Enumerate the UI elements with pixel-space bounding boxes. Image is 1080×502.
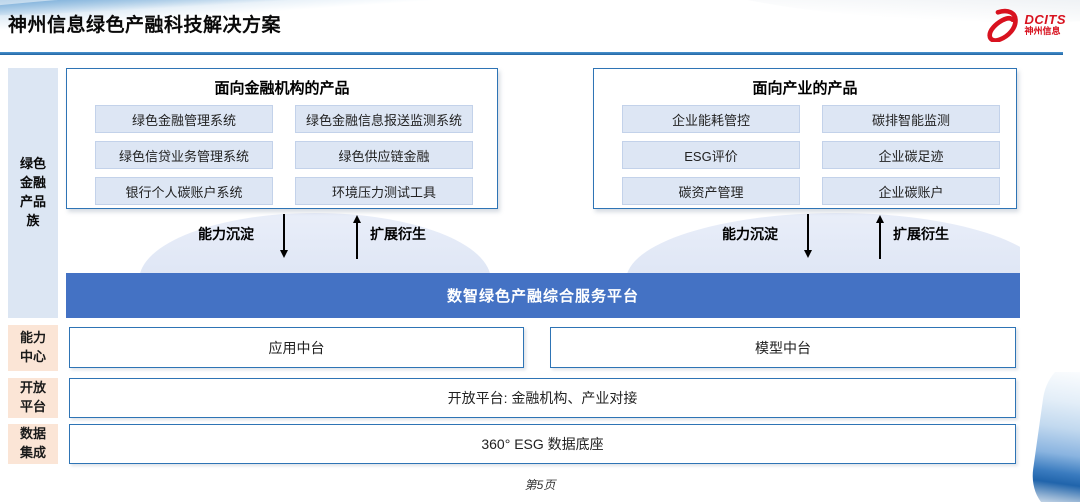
corner-ribbon-decoration xyxy=(1018,372,1080,502)
rail-label: 开放平台 xyxy=(19,380,46,414)
finance-products-grid: 绿色金融管理系统 绿色金融信息报送监测系统 绿色信贷业务管理系统 绿色供应链金融… xyxy=(95,105,473,205)
dome-decoration-zone xyxy=(66,210,1020,273)
flow-label-expand-derive: 扩展衍生 xyxy=(893,226,949,242)
logo-sub-text: 神州信息 xyxy=(1024,26,1061,37)
page-title: 神州信息绿色产融科技解决方案 xyxy=(8,15,282,36)
product-pill: 绿色供应链金融 xyxy=(295,141,473,169)
rail-data-integration: 数据集成 xyxy=(8,424,58,464)
arrow-up-icon xyxy=(352,215,361,259)
dome-shape xyxy=(626,213,1020,273)
product-pill: 环境压力测试工具 xyxy=(295,177,473,205)
header-divider-line xyxy=(0,52,1063,55)
flow-label-capability-deposit: 能力沉淀 xyxy=(198,226,254,242)
finance-box-title: 面向金融机构的产品 xyxy=(214,80,350,97)
product-pill: 企业碳足迹 xyxy=(822,141,1000,169)
product-pill: 绿色信贷业务管理系统 xyxy=(95,141,273,169)
open-platform-box: 开放平台: 金融机构、产业对接 xyxy=(69,378,1016,418)
flow-label-capability-deposit: 能力沉淀 xyxy=(722,226,778,242)
arrow-up-icon xyxy=(875,215,884,259)
dcits-swirl-icon xyxy=(981,8,1021,42)
model-middle-platform-box: 模型中台 xyxy=(550,327,1016,368)
esg-data-base-box: 360° ESG 数据底座 xyxy=(69,424,1016,464)
rail-open-platform: 开放平台 xyxy=(8,378,58,418)
platform-bar: 数智绿色产融综合服务平台 xyxy=(66,273,1020,318)
industry-box-title: 面向产业的产品 xyxy=(752,80,858,97)
flow-label-expand-derive: 扩展衍生 xyxy=(370,226,426,242)
industry-products-box: 面向产业的产品 企业能耗管控 碳排智能监测 ESG评价 企业碳足迹 碳资产管理 … xyxy=(593,68,1017,209)
rail-label: 数据集成 xyxy=(19,426,46,460)
product-pill: 企业碳账户 xyxy=(822,177,1000,205)
rail-label: 绿色金融产品族 xyxy=(19,156,46,228)
product-pill: 绿色金融管理系统 xyxy=(95,105,273,133)
dome-shape xyxy=(139,213,491,273)
page-number: 第5页 xyxy=(524,478,556,492)
app-middle-platform-box: 应用中台 xyxy=(69,327,524,368)
industry-products-grid: 企业能耗管控 碳排智能监测 ESG评价 企业碳足迹 碳资产管理 企业碳账户 xyxy=(622,105,1000,205)
product-pill: 碳排智能监测 xyxy=(822,105,1000,133)
arrow-down-icon xyxy=(803,214,812,258)
dcits-logo: DCITS 神州信息 xyxy=(981,8,1067,42)
rail-label: 能力中心 xyxy=(19,330,46,364)
corner-ribbon xyxy=(1027,372,1080,502)
product-pill: 银行个人碳账户系统 xyxy=(95,177,273,205)
product-pill: 碳资产管理 xyxy=(622,177,800,205)
arrow-down-icon xyxy=(279,214,288,258)
product-pill: 企业能耗管控 xyxy=(622,105,800,133)
product-pill: ESG评价 xyxy=(622,141,800,169)
logo-brand-text: DCITS xyxy=(1024,12,1066,28)
rail-capability-center: 能力中心 xyxy=(8,325,58,371)
product-pill: 绿色金融信息报送监测系统 xyxy=(295,105,473,133)
rail-green-finance-product-family: 绿色金融产品族 xyxy=(8,68,58,318)
finance-products-box: 面向金融机构的产品 绿色金融管理系统 绿色金融信息报送监测系统 绿色信贷业务管理… xyxy=(66,68,498,209)
